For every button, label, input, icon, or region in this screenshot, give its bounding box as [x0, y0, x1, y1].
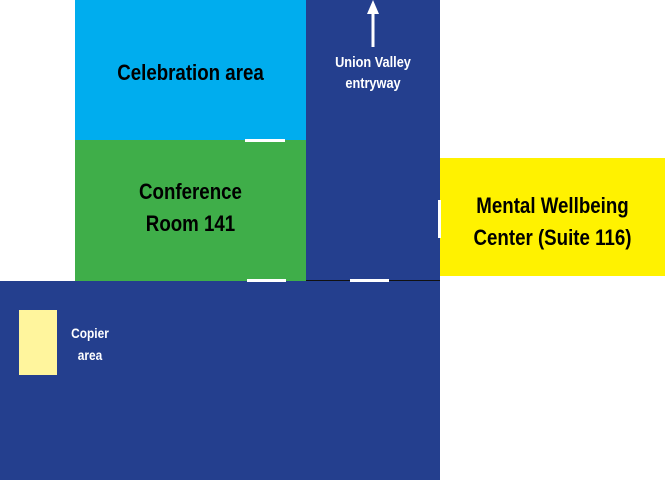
- door-wellbeing: [438, 200, 441, 238]
- conference-room: [75, 140, 306, 281]
- door-celebration: [245, 139, 285, 142]
- celebration-area: [75, 0, 306, 140]
- copier-area: [19, 310, 57, 375]
- arrow-up-icon: [367, 0, 379, 47]
- main-hall: [0, 281, 440, 480]
- door-conference: [247, 279, 286, 282]
- door-entry: [350, 279, 389, 282]
- celebration-label: Celebration area: [117, 60, 264, 85]
- wellbeing-center: [440, 158, 665, 276]
